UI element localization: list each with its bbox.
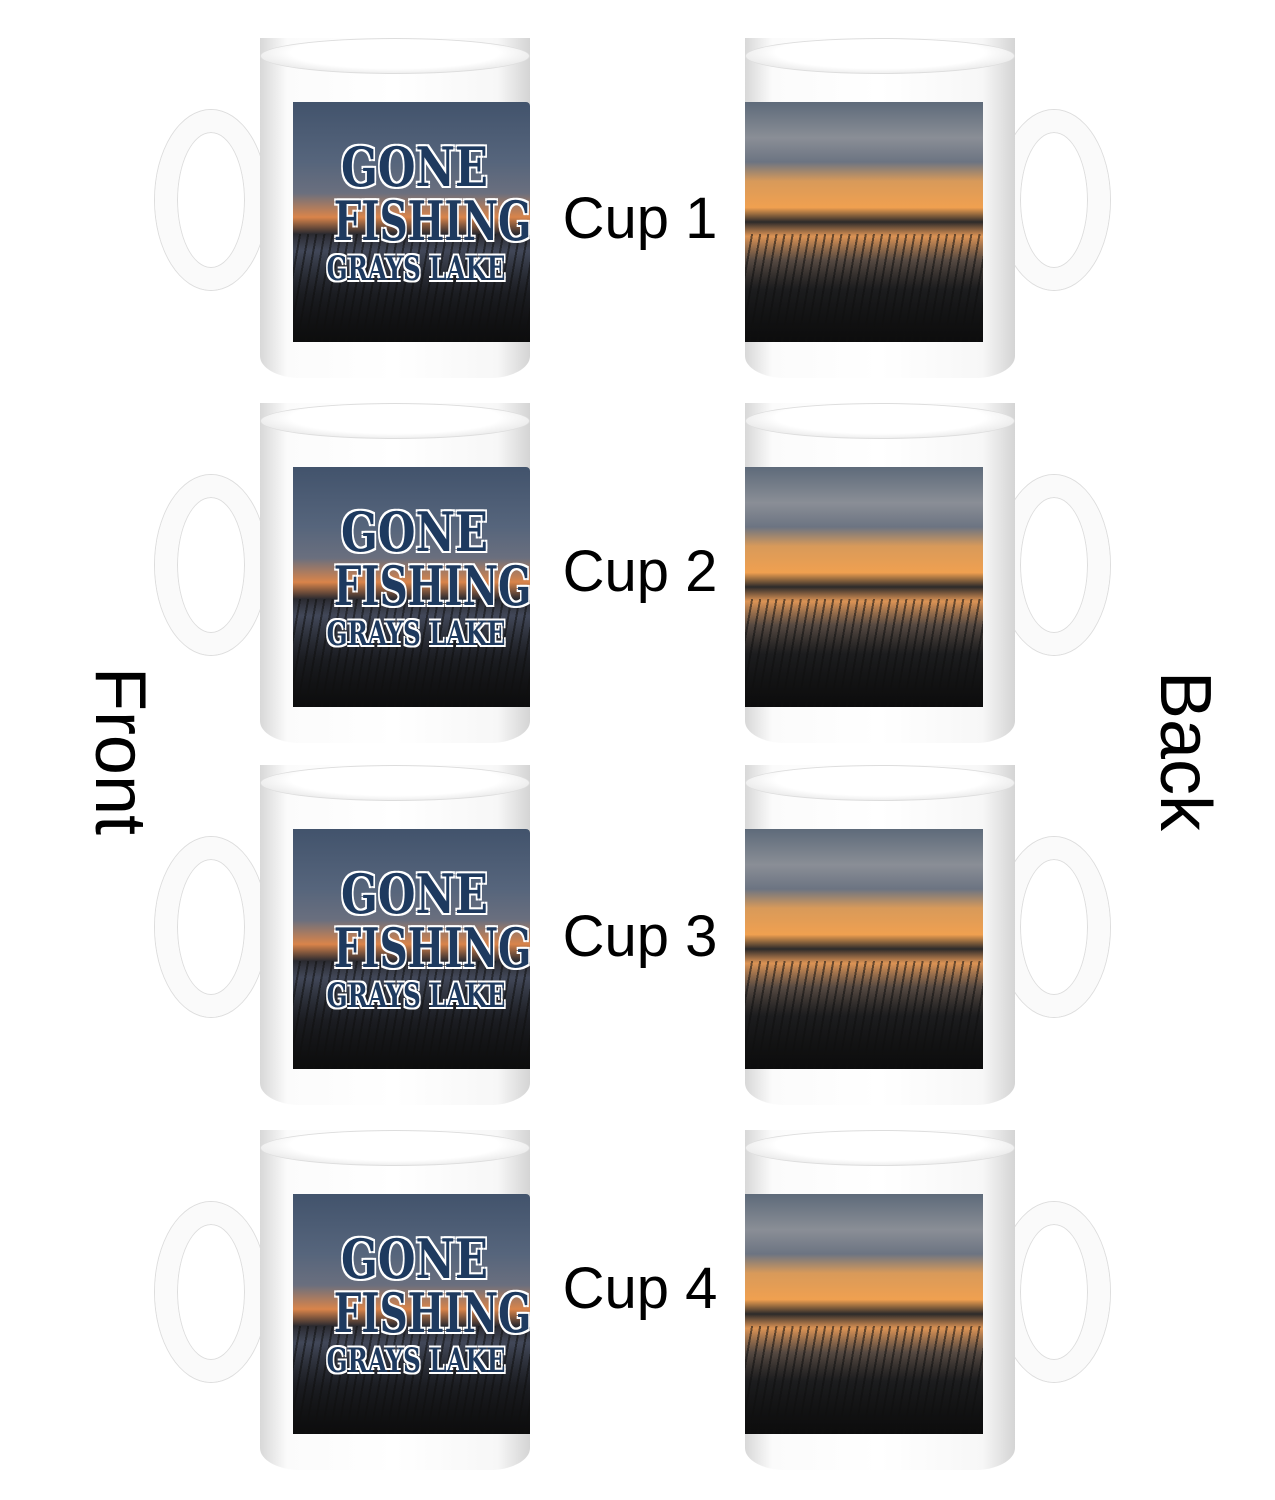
- design-line-1: GONE: [341, 1227, 488, 1291]
- gone-fishing-design: GONE FISHING GRAYS LAKE: [323, 1227, 530, 1381]
- cup-row: GONE FISHING GRAYS LAKE: [0, 1130, 1275, 1490]
- mug-back-view: [740, 403, 1110, 748]
- mug-rim: [745, 765, 1015, 801]
- mug-handle: [155, 1202, 267, 1382]
- mug-rim: [745, 38, 1015, 74]
- design-line-2: FISHING: [333, 916, 530, 980]
- reeds-silhouette: [293, 1326, 530, 1434]
- design-line-2: FISHING: [333, 554, 530, 618]
- reeds-silhouette: [293, 599, 530, 707]
- mug-rim: [745, 1130, 1015, 1166]
- back-print-sunset-image: [745, 1194, 983, 1434]
- front-print-image: GONE FISHING GRAYS LAKE: [293, 467, 530, 707]
- design-line-2: FISHING: [333, 1281, 530, 1345]
- back-print-sunset-image: [745, 102, 983, 342]
- cup-label: Cup 1: [562, 186, 718, 251]
- mug-rim: [260, 403, 530, 439]
- reeds-silhouette: [745, 1326, 983, 1434]
- cup-label: Cup 3: [562, 904, 718, 969]
- back-print-sunset-image: [745, 467, 983, 707]
- reeds-silhouette: [293, 234, 530, 342]
- gone-fishing-design: GONE FISHING GRAYS LAKE: [323, 500, 530, 654]
- reeds-silhouette: [745, 234, 983, 342]
- mug-front-view: GONE FISHING GRAYS LAKE: [150, 1130, 530, 1475]
- mug-rim: [745, 403, 1015, 439]
- mug-front-view: GONE FISHING GRAYS LAKE: [150, 38, 530, 383]
- reeds-silhouette: [293, 961, 530, 1069]
- mug-front-view: GONE FISHING GRAYS LAKE: [150, 403, 530, 748]
- front-print-image: GONE FISHING GRAYS LAKE: [293, 829, 530, 1069]
- mug-handle: [155, 475, 267, 655]
- front-print-image: GONE FISHING GRAYS LAKE: [293, 102, 530, 342]
- cup-label: Cup 2: [562, 539, 718, 604]
- design-line-1: GONE: [341, 500, 488, 564]
- back-print-sunset-image: [745, 829, 983, 1069]
- cup-row: GONE FISHING GRAYS LAKE: [0, 38, 1275, 398]
- design-line-3: GRAYS LAKE: [326, 614, 506, 654]
- cup-label: Cup 4: [562, 1256, 718, 1321]
- front-print-image: GONE FISHING GRAYS LAKE: [293, 1194, 530, 1434]
- cup-row: GONE FISHING GRAYS LAKE: [0, 403, 1275, 763]
- mug-handle: [155, 110, 267, 290]
- design-line-1: GONE: [341, 135, 488, 199]
- cup-row: GONE FISHING GRAYS LAKE: [0, 765, 1275, 1125]
- mug-handle: [155, 837, 267, 1017]
- design-line-2: FISHING: [333, 189, 530, 253]
- mug-back-view: [740, 1130, 1110, 1475]
- design-line-1: GONE: [341, 862, 488, 926]
- design-line-3: GRAYS LAKE: [326, 249, 506, 289]
- mug-rim: [260, 1130, 530, 1166]
- mug-front-view: GONE FISHING GRAYS LAKE: [150, 765, 530, 1110]
- design-line-3: GRAYS LAKE: [326, 1341, 506, 1381]
- reeds-silhouette: [745, 961, 983, 1069]
- gone-fishing-design: GONE FISHING GRAYS LAKE: [323, 862, 530, 1016]
- mug-back-view: [740, 38, 1110, 383]
- mug-rim: [260, 38, 530, 74]
- mug-back-view: [740, 765, 1110, 1110]
- reeds-silhouette: [745, 599, 983, 707]
- gone-fishing-design: GONE FISHING GRAYS LAKE: [323, 135, 530, 289]
- design-line-3: GRAYS LAKE: [326, 976, 506, 1016]
- mug-rim: [260, 765, 530, 801]
